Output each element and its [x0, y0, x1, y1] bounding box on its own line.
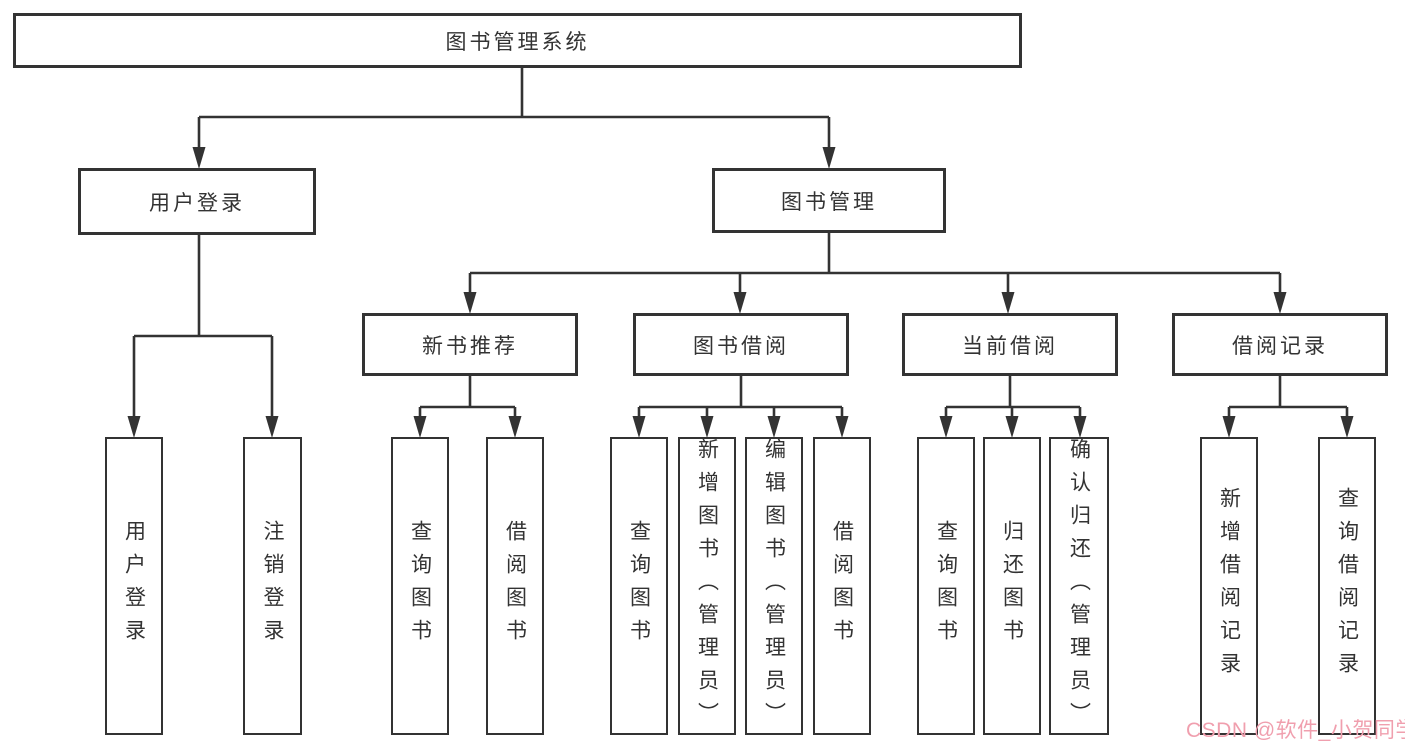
node-book-mgmt: 图书管理 — [712, 168, 946, 233]
node-current-borrow: 当前借阅 — [902, 313, 1118, 376]
node-new-book-recommend: 新书推荐 — [362, 313, 578, 376]
leaf-logout-label: 注销登录 — [261, 520, 284, 652]
connector-new-book-to-leaves — [413, 376, 522, 438]
leaf-return-books: 归还图书 — [983, 437, 1041, 735]
leaf-query-borrow-record: 查询借阅记录 — [1318, 437, 1376, 735]
leaf-query-books-recommend-label: 查询图书 — [408, 520, 432, 652]
connector-user-login-to-leaves — [127, 235, 279, 438]
leaf-return-books-label: 归还图书 — [1000, 520, 1024, 652]
node-current-borrow-label: 当前借阅 — [962, 334, 1058, 358]
node-root-label: 图书管理系统 — [445, 30, 590, 54]
connector-book-borrow-to-leaves — [632, 376, 849, 438]
leaf-logout: 注销登录 — [243, 437, 302, 735]
leaf-add-books-admin: 新增图书（管理员） — [678, 437, 736, 735]
leaf-confirm-return-admin-label: 确认归还（管理员） — [1067, 437, 1091, 735]
node-user-login-label: 用户登录 — [149, 191, 245, 215]
leaf-borrow-books: 借阅图书 — [813, 437, 871, 735]
connector-book-mgmt-to-sections — [463, 233, 1287, 314]
node-borrow-records: 借阅记录 — [1172, 313, 1388, 376]
leaf-confirm-return-admin: 确认归还（管理员） — [1049, 437, 1109, 735]
leaf-add-books-admin-label: 新增图书（管理员） — [695, 437, 719, 735]
node-book-mgmt-label: 图书管理 — [781, 190, 877, 214]
leaf-query-books-recommend: 查询图书 — [391, 437, 449, 735]
leaf-query-books-current: 查询图书 — [917, 437, 975, 735]
leaf-user-login-label: 用户登录 — [122, 520, 146, 652]
node-book-borrow-label: 图书借阅 — [693, 334, 789, 358]
connector-borrow-records-to-leaves — [1222, 376, 1354, 438]
connector-current-borrow-to-leaves — [939, 376, 1087, 438]
leaf-borrow-books-recommend: 借阅图书 — [486, 437, 544, 735]
leaf-query-books-borrow: 查询图书 — [610, 437, 668, 735]
node-root: 图书管理系统 — [13, 13, 1022, 68]
node-borrow-records-label: 借阅记录 — [1232, 334, 1328, 358]
leaf-add-borrow-record-label: 新增借阅记录 — [1217, 487, 1241, 685]
node-new-book-recommend-label: 新书推荐 — [422, 334, 518, 358]
leaf-edit-books-admin: 编辑图书（管理员） — [745, 437, 803, 735]
leaf-borrow-books-recommend-label: 借阅图书 — [503, 520, 527, 652]
node-user-login: 用户登录 — [78, 168, 316, 235]
node-book-borrow: 图书借阅 — [633, 313, 849, 376]
leaf-user-login: 用户登录 — [105, 437, 163, 735]
leaf-query-books-borrow-label: 查询图书 — [627, 520, 651, 652]
leaf-borrow-books-label: 借阅图书 — [830, 520, 854, 652]
leaf-add-borrow-record: 新增借阅记录 — [1200, 437, 1258, 735]
leaf-query-borrow-record-label: 查询借阅记录 — [1335, 487, 1359, 685]
leaf-edit-books-admin-label: 编辑图书（管理员） — [762, 437, 786, 735]
watermark: CSDN @软件_小贺同学 — [1186, 719, 1405, 742]
connector-root-to-level2 — [192, 68, 836, 169]
leaf-query-books-current-label: 查询图书 — [934, 520, 958, 652]
